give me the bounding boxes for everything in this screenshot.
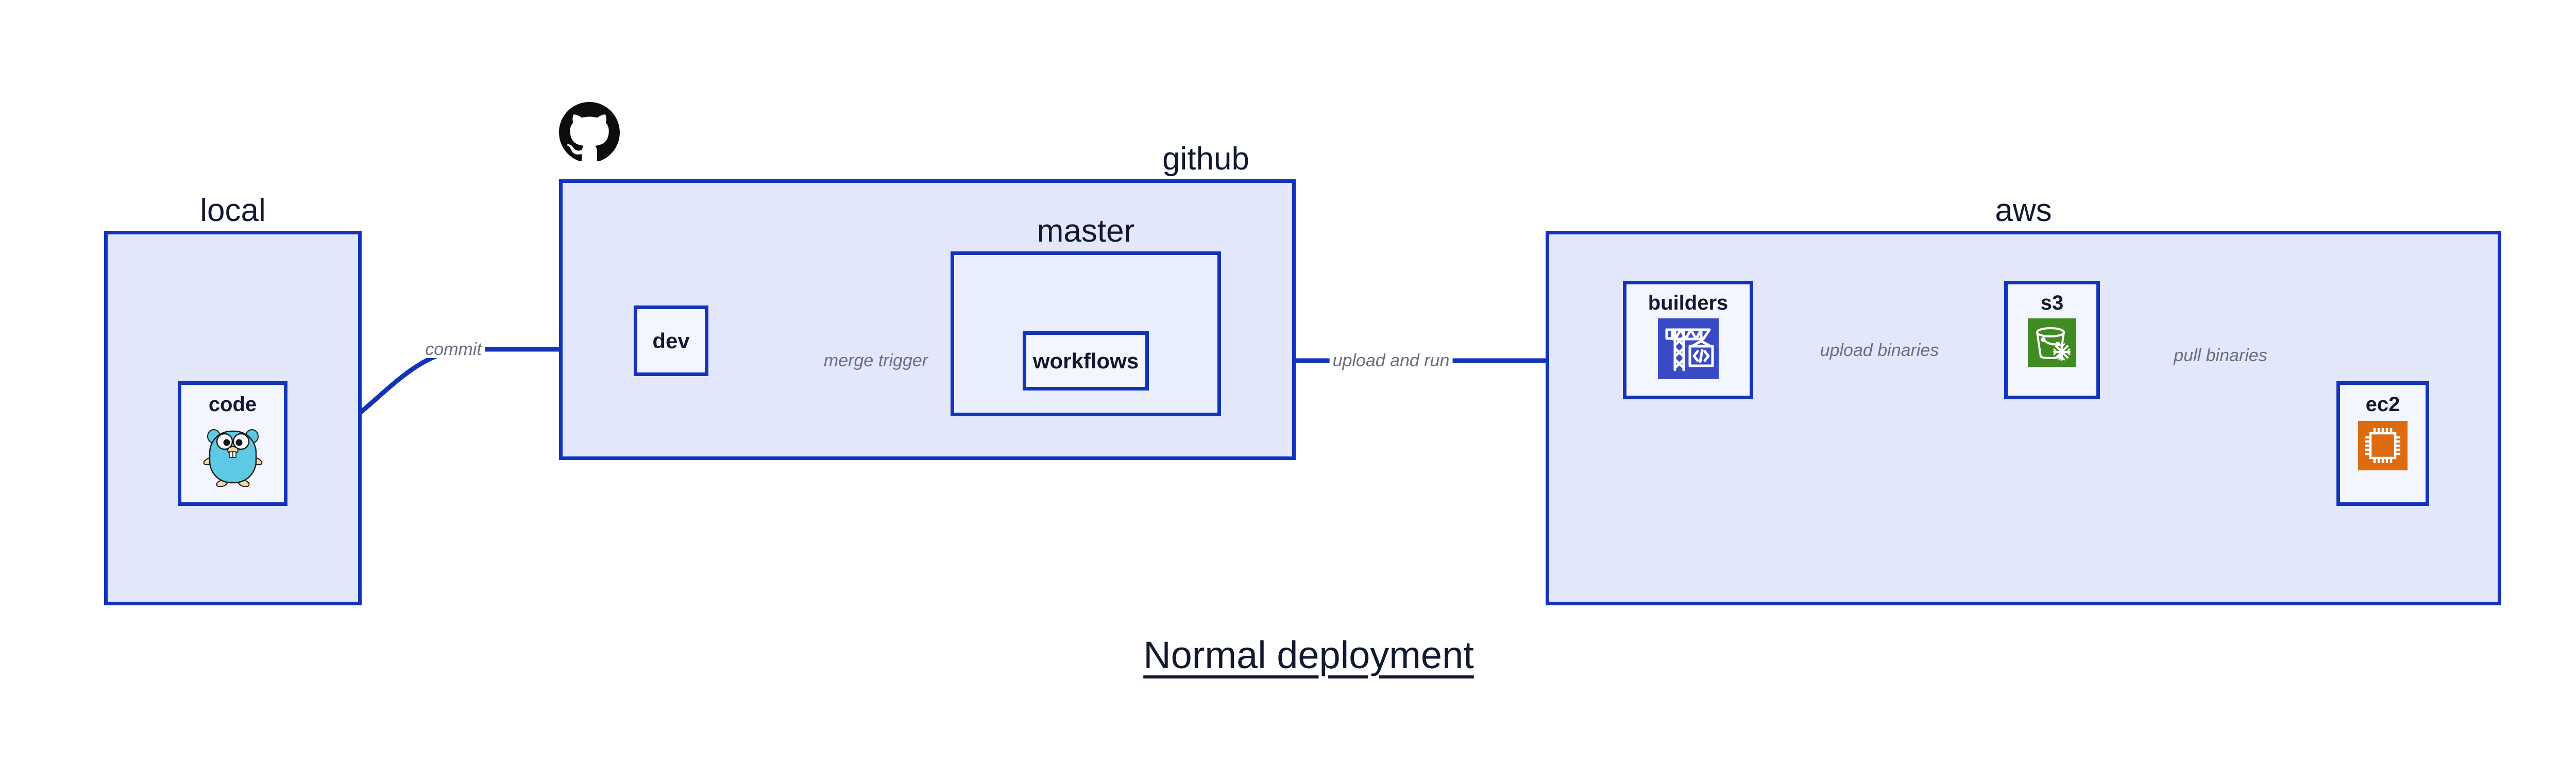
node-label-workflows: workflows	[1032, 348, 1139, 373]
node-workflows[interactable]: workflows	[1023, 331, 1149, 390]
github-octocat-logo	[559, 100, 620, 167]
node-code[interactable]: code	[178, 381, 287, 506]
node-label-s3: s3	[2040, 292, 2064, 314]
node-label-dev: dev	[652, 328, 690, 353]
node-dev[interactable]: dev	[634, 305, 708, 376]
node-builders[interactable]: builders	[1623, 281, 1753, 399]
edge-label-upload-binaries: upload binaries	[1817, 342, 1942, 359]
crane-code-icon	[1657, 318, 1719, 382]
node-s3[interactable]: s3	[2004, 281, 2100, 399]
group-label-aws: aws	[1995, 193, 2052, 228]
edge-label-pull-binaries: pull binaries	[2171, 347, 2270, 364]
node-label-code: code	[208, 393, 257, 416]
node-label-ec2: ec2	[2365, 393, 2400, 416]
node-ec2[interactable]: ec2	[2336, 381, 2429, 506]
diagram-title: Normal deployment	[1143, 634, 1474, 676]
s3-bucket-icon	[2028, 318, 2076, 369]
edge-label-merge-trigger: merge trigger	[820, 352, 931, 369]
node-label-builders: builders	[1648, 292, 1728, 314]
group-label-github: github	[1162, 141, 1249, 177]
edge-label-commit: commit	[422, 341, 485, 358]
subgroup-label-master: master	[1037, 213, 1135, 249]
group-label-local: local	[200, 193, 266, 228]
edge-label-upload-and-run: upload and run	[1329, 352, 1453, 369]
cpu-chip-icon	[2358, 421, 2408, 473]
go-gopher-icon	[202, 421, 263, 489]
